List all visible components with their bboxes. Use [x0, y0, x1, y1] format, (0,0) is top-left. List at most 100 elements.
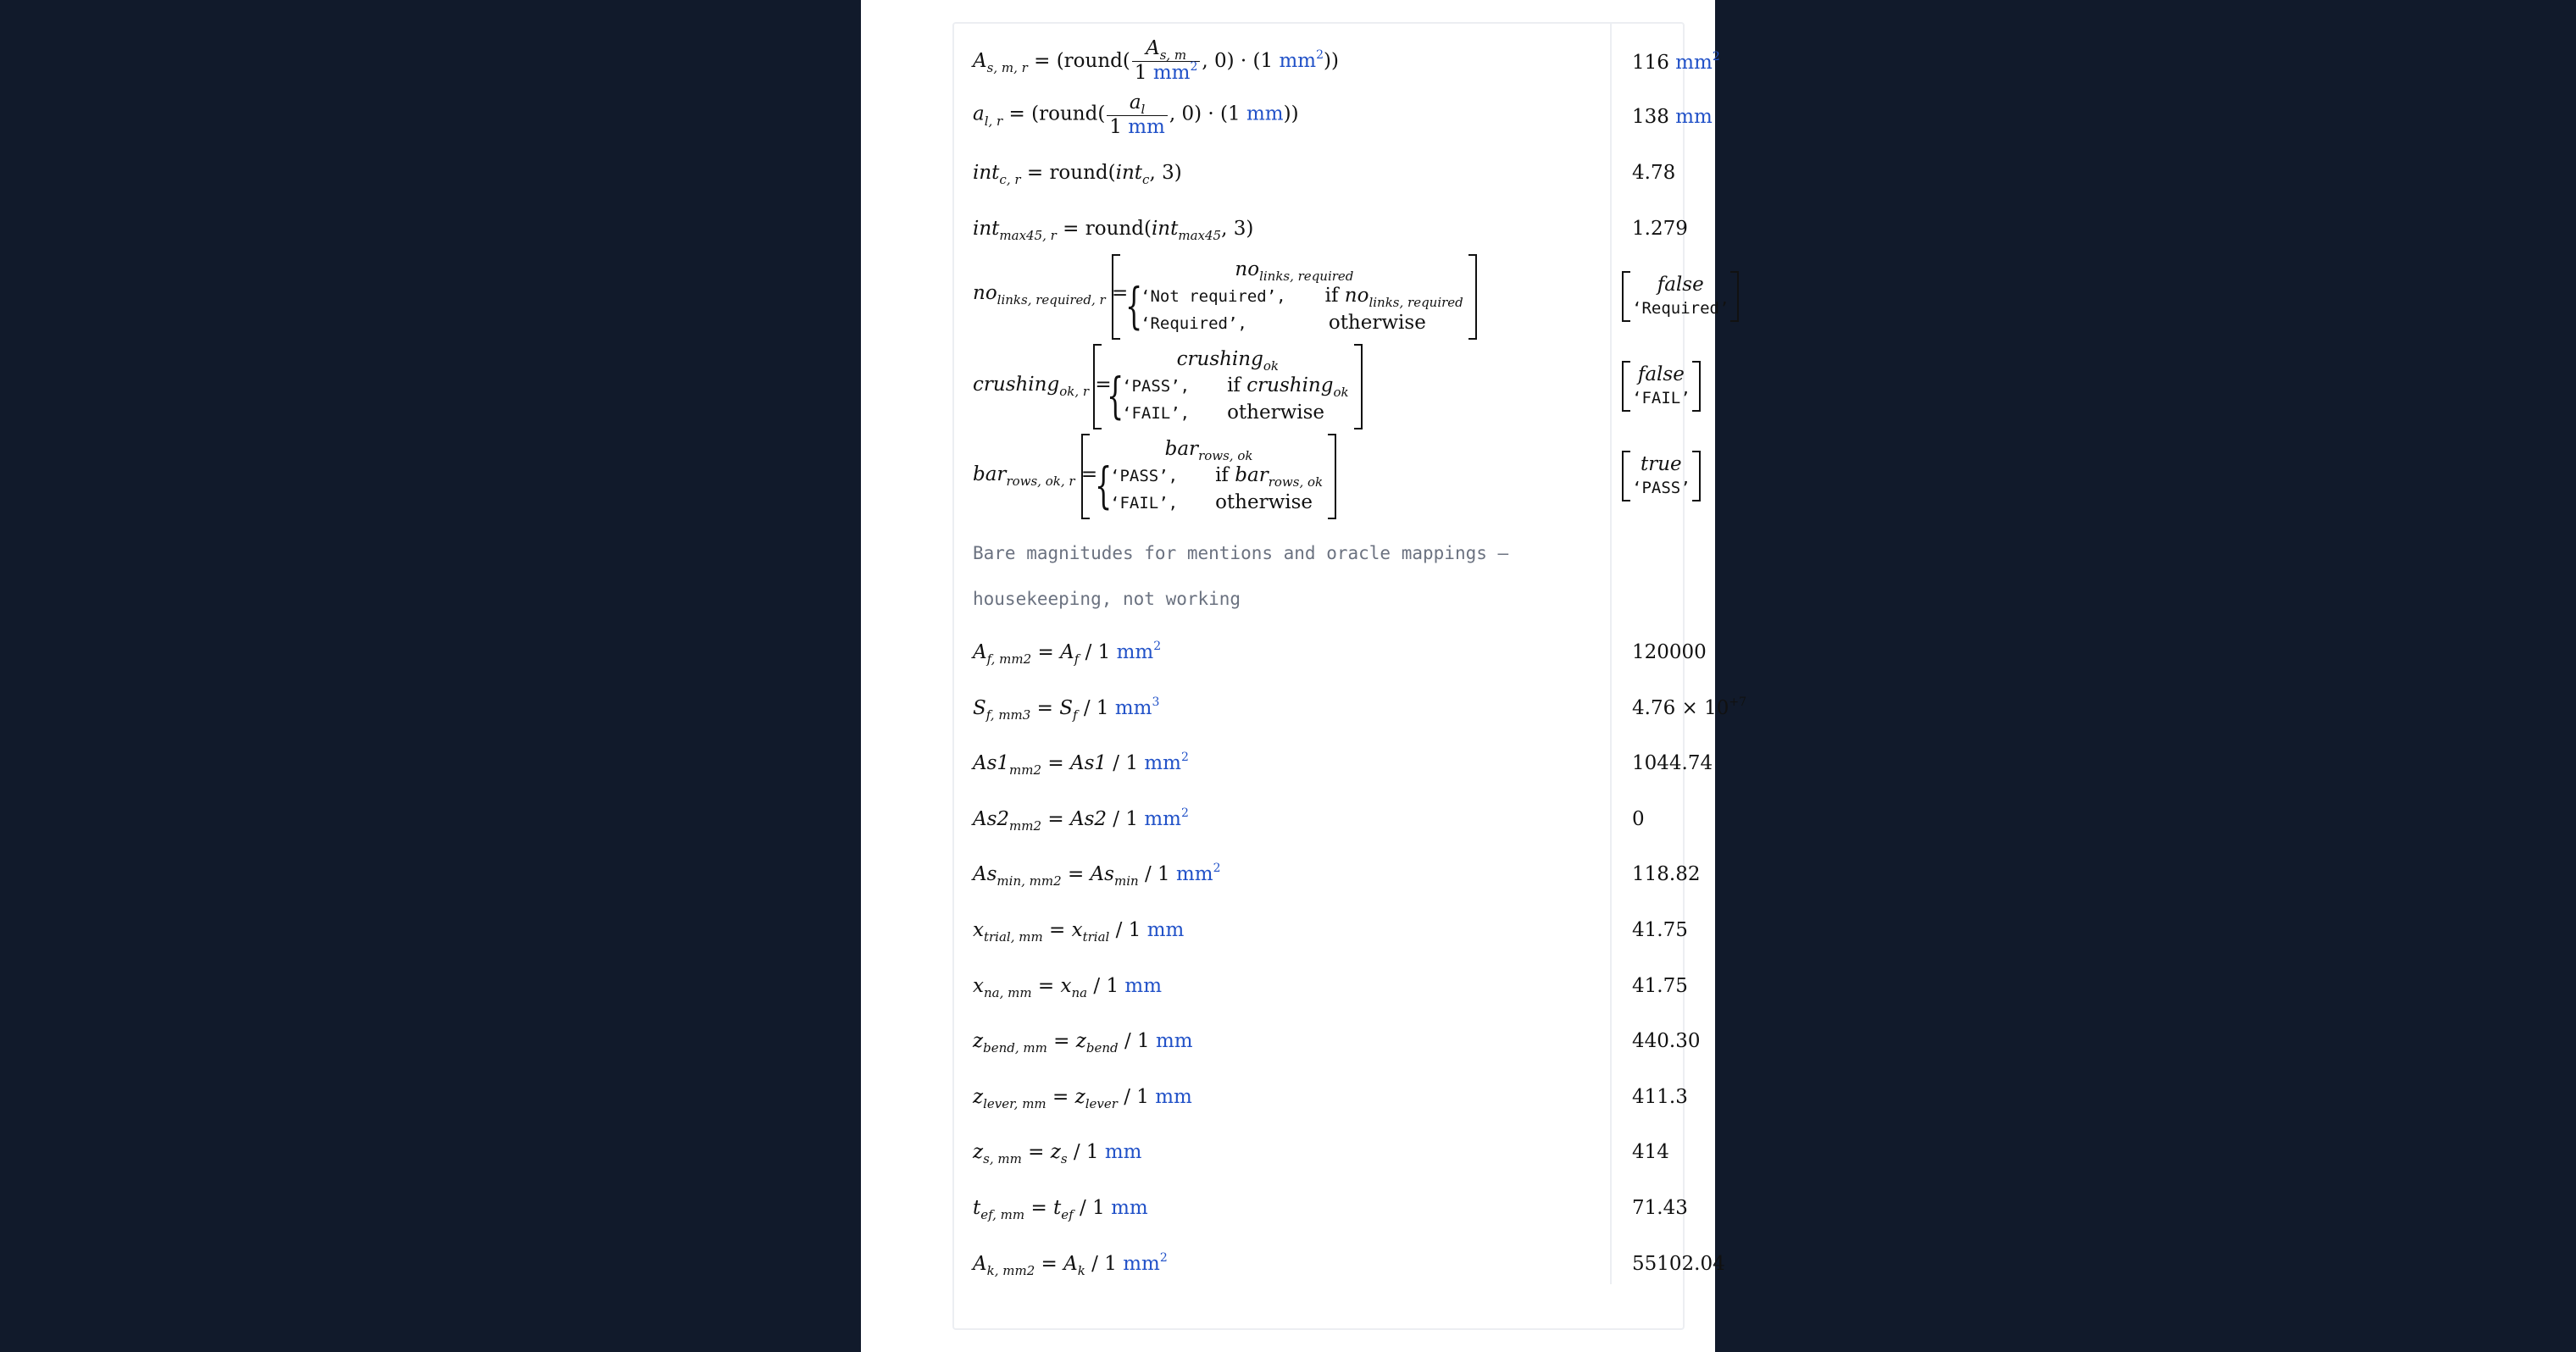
unit: mm: [1104, 1141, 1142, 1163]
symbol: a: [973, 103, 985, 125]
subscript: c, r: [999, 172, 1021, 187]
formula: Af, mm2 = Af / 1 mm2: [973, 640, 1162, 667]
symbol: crushing: [973, 374, 1060, 396]
symbol: int: [973, 162, 1000, 184]
result-value: 118.82: [1632, 863, 1701, 885]
unit-factor: 1: [1125, 752, 1139, 774]
subscript: k, mm2: [986, 1263, 1035, 1278]
rhs-symbol: As: [1090, 863, 1114, 885]
unit: mm: [1155, 1030, 1193, 1052]
magnitude-row: As1mm2 = As1 / 1 mm2 1044.74: [954, 751, 1713, 794]
result-value: 411.3: [1632, 1086, 1688, 1108]
case-value: ‘FAIL’,: [1122, 404, 1191, 423]
matrix-head-subscript: links, required: [1259, 269, 1354, 284]
rhs-symbol: A: [1060, 641, 1074, 663]
case-symbol: crushing: [1246, 374, 1334, 396]
function-name: round: [1063, 50, 1123, 72]
unit-factor: 1: [1228, 103, 1241, 125]
function-name: round: [1039, 103, 1098, 125]
subscript: trial, mm: [983, 929, 1043, 945]
result: 120000: [1632, 640, 1707, 664]
matrix-head-symbol: bar: [1164, 438, 1199, 460]
symbol: z: [973, 1086, 984, 1108]
rhs-subscript: bend: [1085, 1040, 1119, 1056]
case-value: ‘Required’,: [1141, 314, 1247, 333]
unit: mm: [1144, 808, 1181, 830]
result-value: 55102.04: [1632, 1253, 1725, 1275]
case-otherwise: otherwise: [1227, 402, 1325, 424]
subscript: f, mm2: [986, 651, 1032, 667]
subscript: mm2: [1009, 818, 1042, 834]
result-text: ‘Required’: [1632, 299, 1729, 318]
unit-factor: 1: [1106, 975, 1119, 997]
result-value: 414: [1632, 1141, 1669, 1163]
result-value: 71.43: [1632, 1197, 1688, 1219]
numerator-symbol: a: [1129, 91, 1141, 114]
function-name: round: [1085, 218, 1144, 240]
symbol: z: [973, 1030, 984, 1052]
formula: xna, mm = xna / 1 mm: [973, 975, 1163, 1000]
formula: Ak, mm2 = Ak / 1 mm2: [973, 1251, 1168, 1278]
result-value: 1044.74: [1632, 752, 1713, 774]
matrix: barrows, ok { ‘PASS’,if barrows, ok ‘FAI…: [1081, 434, 1337, 519]
rhs-subscript: f: [1072, 707, 1078, 723]
unit-factor: 1: [1104, 1253, 1117, 1275]
unit-power: 2: [1153, 640, 1162, 653]
symbol: no: [973, 282, 997, 304]
formula: zlever, mm = zlever / 1 mm: [973, 1086, 1192, 1111]
unit: mm: [1155, 1086, 1192, 1108]
subscript: na, mm: [983, 985, 1032, 1000]
magnitude-row: zlever, mm = zlever / 1 mm 411.3: [954, 1085, 1688, 1128]
symbol: A: [973, 1253, 987, 1275]
symbol: z: [973, 1141, 984, 1163]
unit-power: 2: [1316, 48, 1324, 62]
result-unit: mm: [1675, 106, 1713, 128]
rhs-subscript: min: [1113, 873, 1139, 889]
formula: xtrial, mm = xtrial / 1 mm: [973, 919, 1185, 945]
result-text: ‘PASS’: [1632, 479, 1690, 497]
unit: mm: [1146, 919, 1185, 941]
result: 1044.74: [1632, 751, 1713, 775]
result-bool: true: [1640, 453, 1682, 475]
result: 411.3: [1632, 1085, 1688, 1109]
cases: { ‘PASS’,if crushingok ‘FAIL’,otherwise: [1107, 367, 1349, 426]
result: 116 mm2: [1632, 50, 1720, 77]
symbol: S: [973, 697, 986, 719]
calc-row-intmax45-r: intmax45, r = round(intmax45, 3) 1.279: [954, 217, 1688, 259]
result-value: 138: [1632, 106, 1669, 128]
rhs-subscript: ef: [1061, 1207, 1074, 1222]
rhs-symbol: As1: [1069, 752, 1107, 774]
unit: mm: [1114, 697, 1152, 719]
left-brace: {: [1107, 367, 1124, 424]
digits: 0: [1213, 50, 1227, 72]
matrix-head-subscript: rows, ok: [1198, 448, 1253, 463]
cases: { ‘PASS’,if barrows, ok ‘FAIL’,otherwise: [1095, 461, 1323, 516]
subscript: f, mm3: [985, 707, 1031, 723]
result-bool: false: [1637, 363, 1685, 385]
cases: { ‘Not required’,if nolinks, required ‘R…: [1125, 281, 1463, 336]
subscript: links, required, r: [997, 292, 1106, 308]
result-value: 41.75: [1632, 919, 1688, 941]
digits: 0: [1181, 103, 1195, 125]
unit-power: 3: [1152, 695, 1160, 709]
symbol: x: [973, 975, 984, 997]
formula: intmax45, r = round(intmax45, 3): [973, 218, 1254, 243]
case-otherwise: otherwise: [1215, 491, 1313, 513]
result: 4.78: [1632, 161, 1675, 185]
subscript: max45, r: [999, 228, 1057, 243]
arg-symbol: int: [1115, 162, 1143, 184]
magnitude-row: xtrial, mm = xtrial / 1 mm 41.75: [954, 918, 1688, 961]
subscript: ok, r: [1059, 384, 1090, 399]
rhs-subscript: k: [1077, 1263, 1085, 1278]
result: 4.76 × 10+7: [1632, 695, 1746, 723]
rhs-symbol: A: [1063, 1253, 1078, 1275]
denominator-value: 1: [1109, 116, 1122, 138]
numerator-symbol: A: [1146, 37, 1160, 59]
matrix-head-subscript: ok: [1263, 358, 1279, 374]
symbol: bar: [973, 463, 1007, 485]
formula: As1mm2 = As1 / 1 mm2: [973, 751, 1189, 778]
